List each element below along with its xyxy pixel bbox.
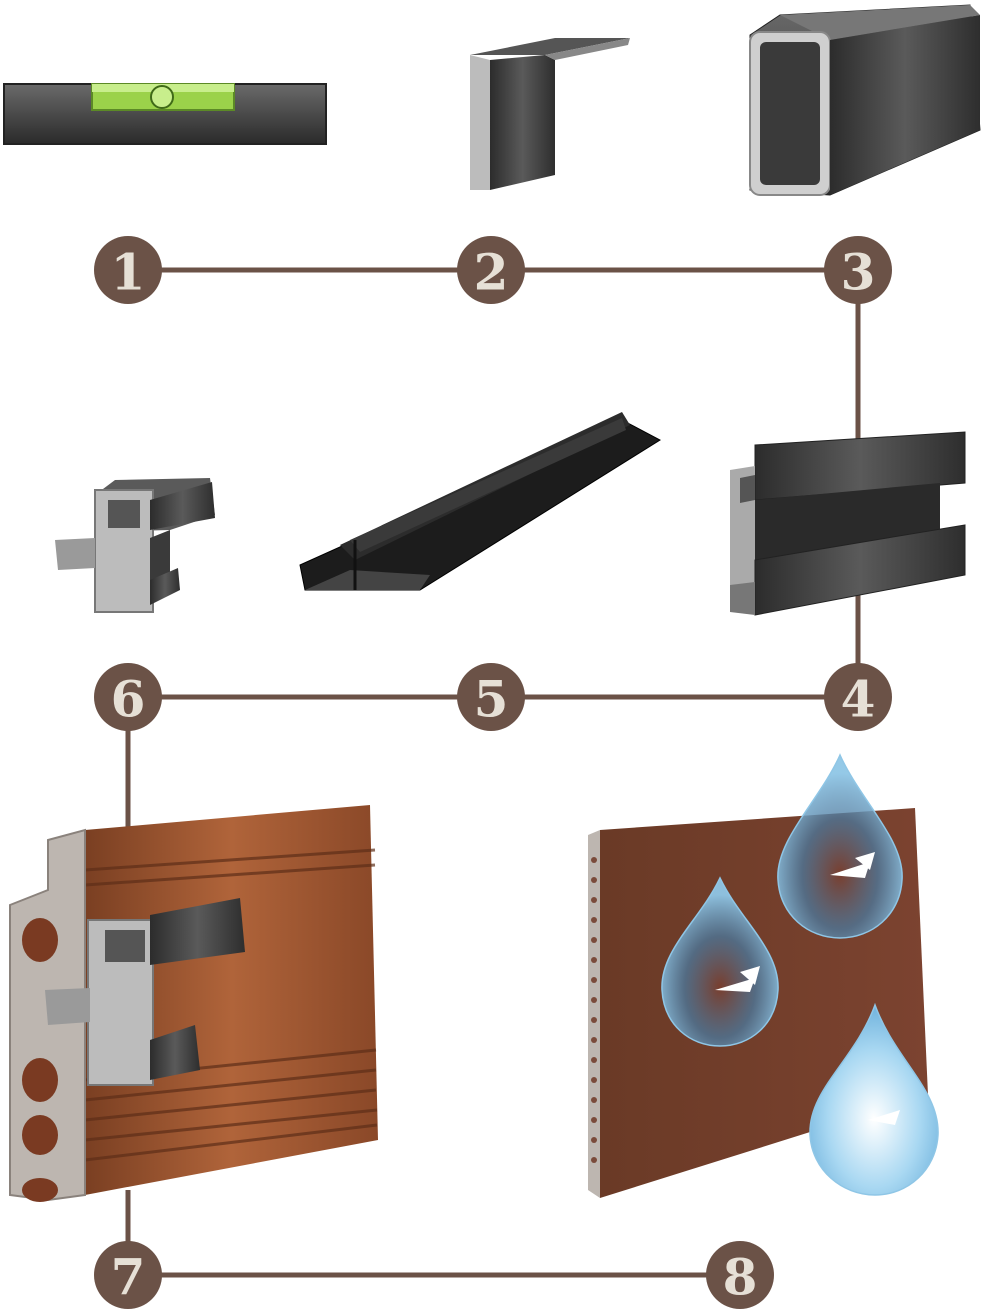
drop-highlights: [715, 852, 900, 1125]
water-drop: [777, 753, 903, 939]
rubber-gasket-strip: [299, 412, 662, 591]
angle-profile: [470, 38, 630, 190]
step-badge-number: 6: [111, 670, 146, 729]
step-badge-2: 2: [457, 236, 525, 304]
step-badge-circle: [94, 1241, 162, 1309]
aluminum-clip: [55, 478, 215, 613]
step-badge-number: 7: [111, 1248, 146, 1307]
step-badge-6: 6: [94, 663, 162, 731]
step-badge-4: 4: [824, 663, 892, 731]
water-drop: [809, 1002, 939, 1196]
terracotta-panel-with-clip: [9, 805, 378, 1202]
step-badge-number: 4: [841, 670, 876, 729]
step-badge-circle: [94, 236, 162, 304]
step-badge-5: 5: [457, 663, 525, 731]
step-badge-circle: [457, 236, 525, 304]
hat-rail-profile: [730, 431, 966, 616]
water-drop: [661, 876, 779, 1047]
step-badge-circle: [706, 1241, 774, 1309]
step-badge-number: 8: [723, 1248, 758, 1307]
step-badge-number: 5: [474, 670, 509, 729]
step-badge-7: 7: [94, 1241, 162, 1309]
step-badge-3: 3: [824, 236, 892, 304]
step-badge-1: 1: [94, 236, 162, 304]
step-badge-number: 1: [111, 243, 146, 302]
panel-holes: [591, 857, 597, 1163]
step-badge-circle: [824, 236, 892, 304]
spirit-level: [3, 83, 327, 145]
terracotta-panel-water-drops: [588, 753, 939, 1198]
step-badge-circle: [824, 663, 892, 731]
step-badge-circle: [457, 663, 525, 731]
step-badge-circle: [94, 663, 162, 731]
step-badges: 1 2 3 4 5 6 7 8: [94, 236, 892, 1309]
step-badge-8: 8: [706, 1241, 774, 1309]
step-badge-number: 2: [474, 243, 509, 302]
square-tube: [749, 4, 981, 196]
step-badge-number: 3: [841, 243, 876, 302]
